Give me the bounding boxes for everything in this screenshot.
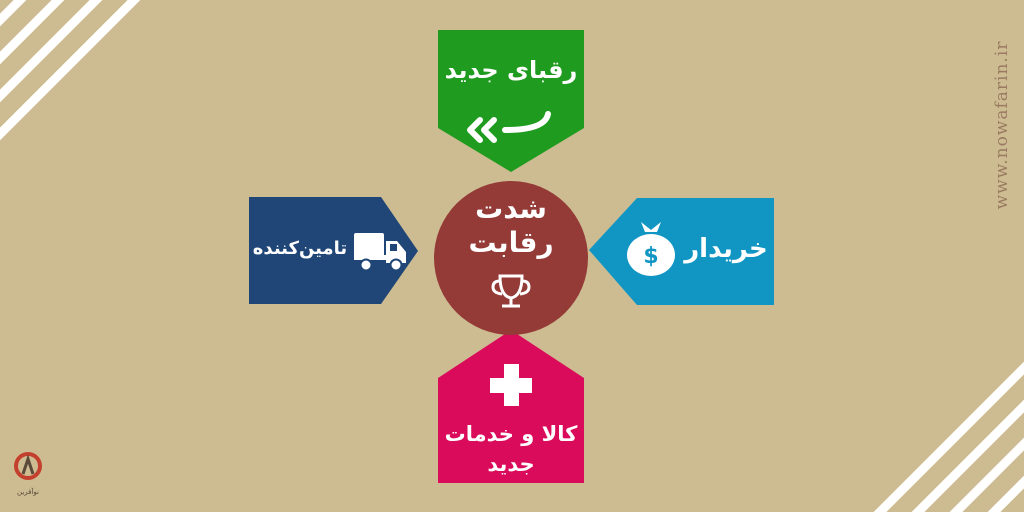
svg-text:$: $ <box>643 244 658 269</box>
top-arrow-box <box>438 30 584 172</box>
right-label: خریدار <box>684 234 768 264</box>
money-bag-icon: $ <box>627 222 675 276</box>
svg-text:نوآفرین: نوآفرین <box>17 487 39 496</box>
center-circle <box>434 181 588 335</box>
top-left-stripes <box>0 0 141 141</box>
double-chevron-arrow-icon <box>467 111 551 143</box>
bottom-arrow-box <box>438 330 584 483</box>
watermark-url: www.nowafarin.ir <box>992 40 1012 210</box>
center-line-2: رقابت <box>468 226 554 259</box>
bottom-right-stripes <box>873 361 1024 512</box>
center-line-1: شدت <box>475 192 547 225</box>
top-label: رقبای جدید <box>444 56 578 84</box>
left-label: تامین‌کننده <box>252 238 348 259</box>
logo-icon: نوآفرین <box>14 452 42 496</box>
trophy-icon <box>491 274 531 308</box>
left-arrow-box <box>249 197 418 304</box>
truck-icon <box>354 233 406 272</box>
bottom-line-2: جدید <box>487 452 535 476</box>
bottom-line-1: کالا و خدمات <box>444 422 578 446</box>
plus-icon <box>490 364 532 406</box>
right-arrow-box <box>589 198 774 305</box>
